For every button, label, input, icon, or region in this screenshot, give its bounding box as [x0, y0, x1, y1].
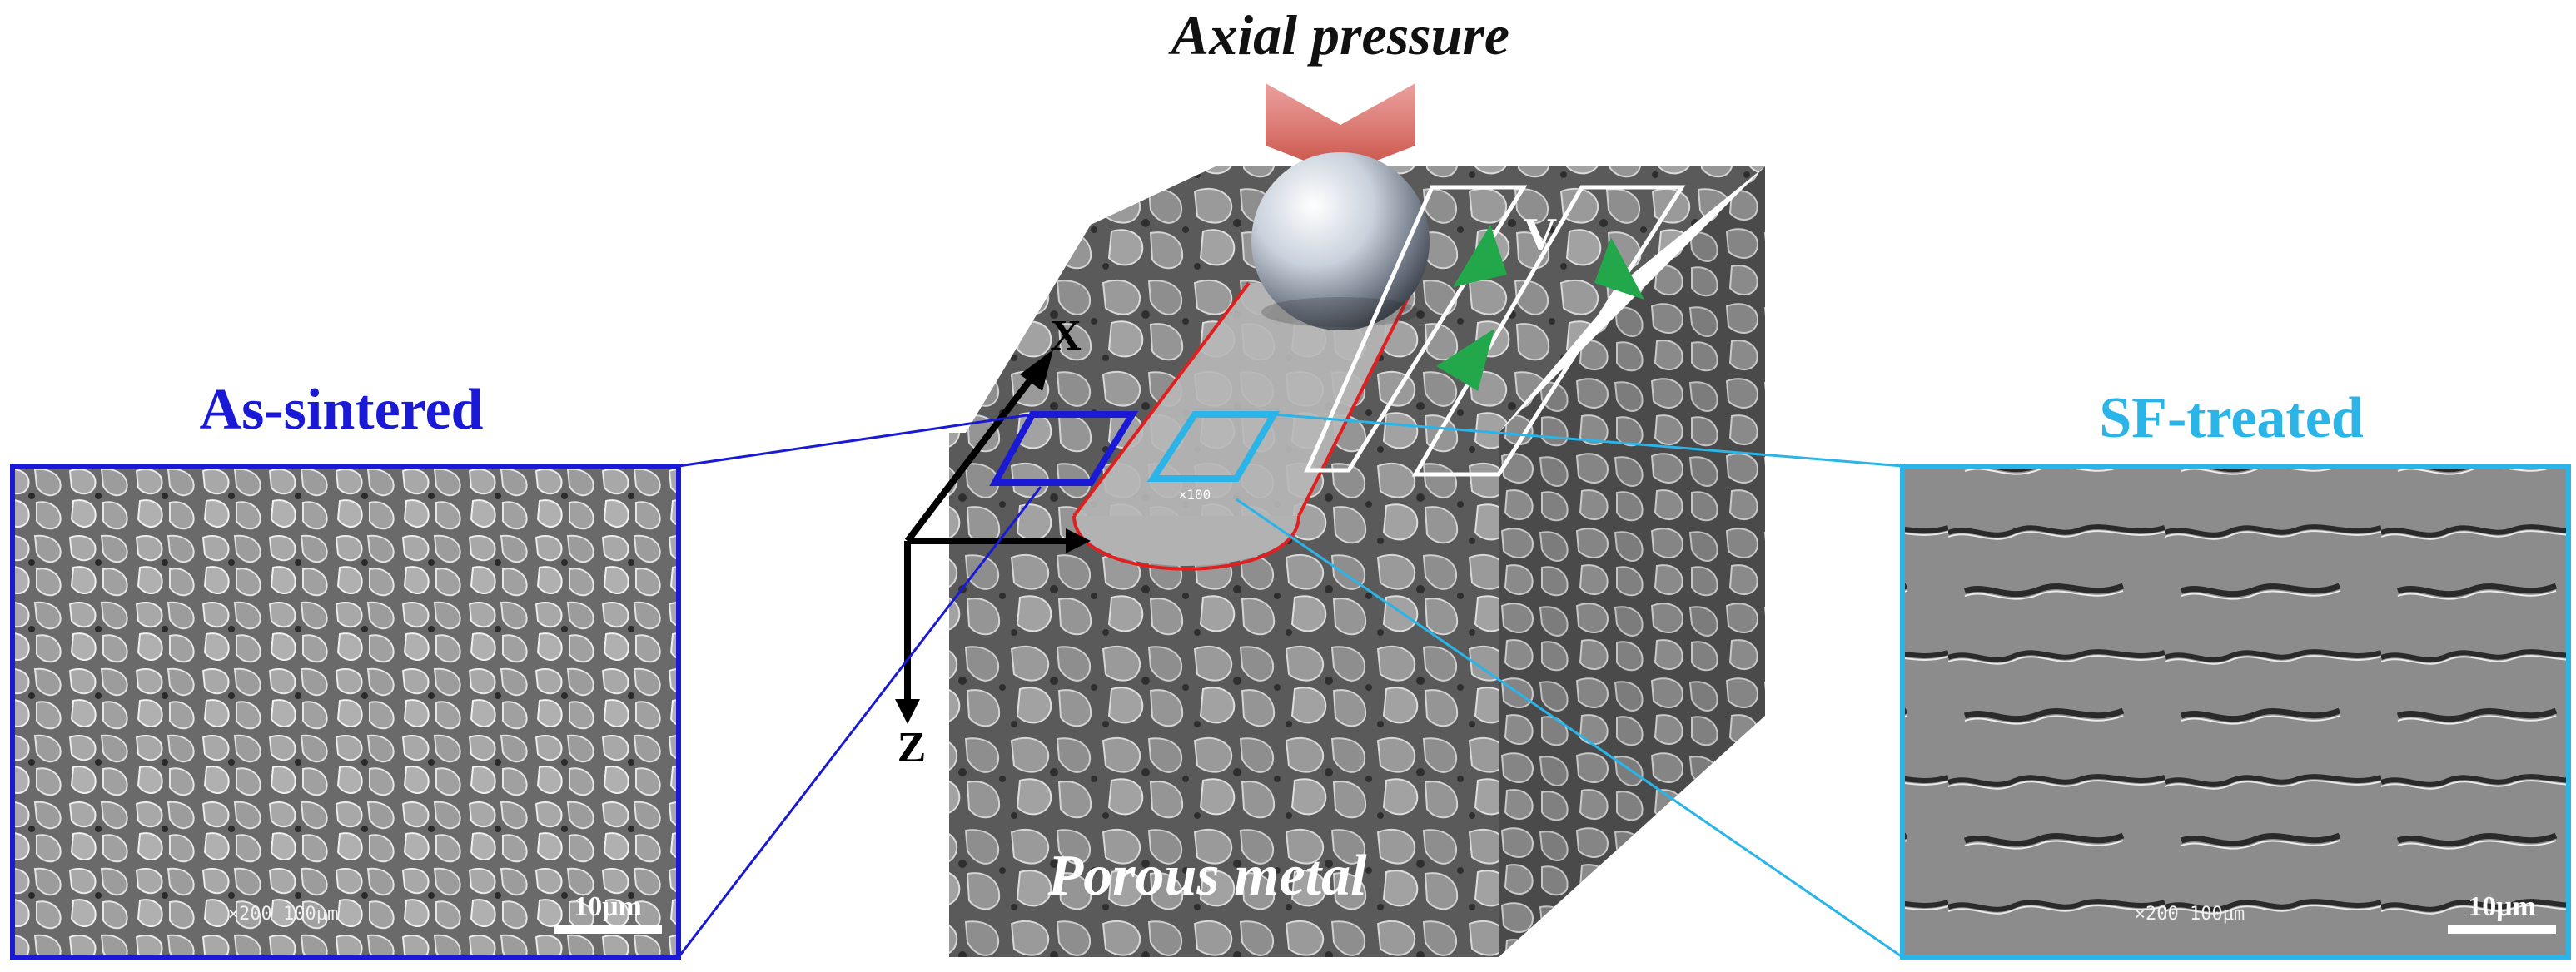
axis-z-label: Z [898, 724, 927, 771]
as-sintered-title: As-sintered [200, 378, 484, 442]
as-sintered-sem-panel: As-sintered ×200 100μm 10μm [10, 378, 681, 960]
direction-arrow-icon-2 [1594, 237, 1644, 300]
block-side-face [1499, 166, 1765, 957]
sf-treated-connectors [1236, 413, 1903, 959]
sf-treated-title: SF-treated [2099, 386, 2364, 450]
sf-treated-region-marker [1146, 411, 1280, 482]
axial-pressure-label: Axial pressure [1168, 3, 1509, 67]
pressure-chevron-icon [1266, 83, 1415, 175]
direction-arrow-icon-3 [1436, 329, 1494, 391]
velocity-label: V [1524, 209, 1557, 260]
right-scale-bar [2448, 925, 2556, 934]
porous-metal-label: Porous metal [1047, 844, 1367, 908]
as-sintered-connectors [677, 413, 1042, 958]
left-scale-bar [554, 925, 662, 934]
right-sem-info: ×200 100μm [2135, 904, 2245, 925]
as-sintered-region-marker [989, 411, 1139, 486]
block-front-face [949, 433, 1499, 957]
center-sem-magnification: ×100 [1179, 487, 1211, 503]
right-scale-bar-label: 10μm [2468, 891, 2536, 922]
sliding-track: ×100 [1072, 281, 1417, 571]
axis-x-label: X [1050, 312, 1082, 360]
direction-arrow-icon-1 [1453, 225, 1507, 287]
axis-z-arrowhead [895, 699, 920, 724]
axis-y-arrowhead [1066, 528, 1091, 553]
sf-treated-sem-panel: SF-treated ×200 100μm 10μm [1900, 386, 2571, 960]
coordinate-axes: X Z [895, 312, 1091, 771]
left-sem-info: ×200 100μm [228, 904, 338, 925]
steel-ball-icon [1251, 152, 1430, 330]
left-scale-bar-label: 10μm [574, 891, 642, 922]
axis-x-arrowhead [1020, 350, 1053, 391]
